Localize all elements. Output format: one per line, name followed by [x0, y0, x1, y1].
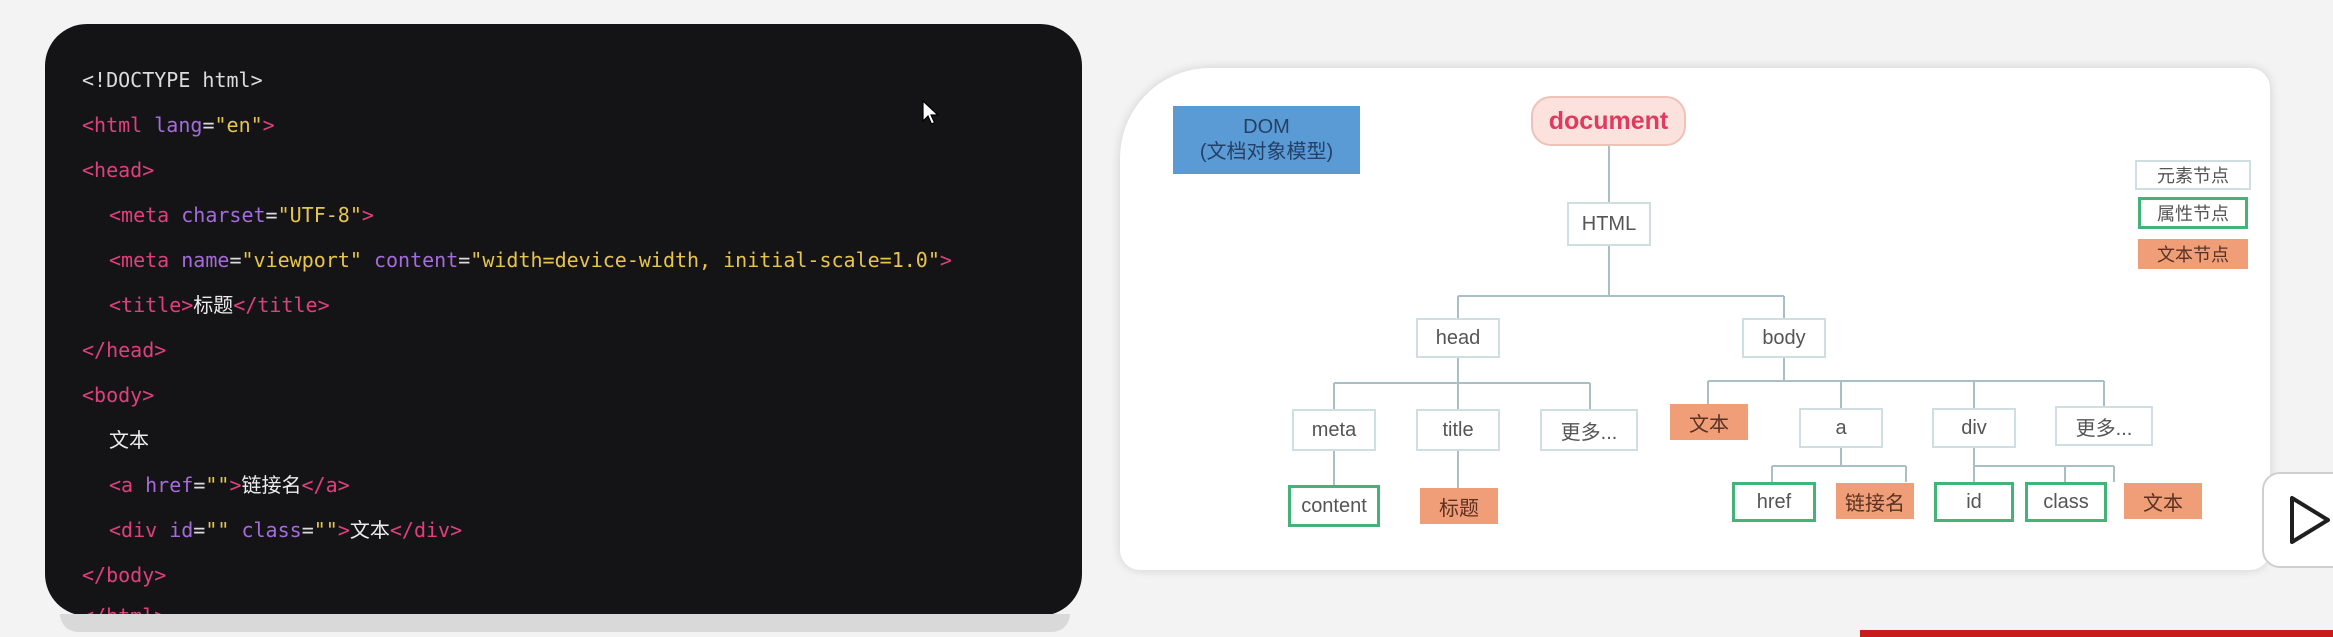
code-line-html-open: <html lang="en">	[82, 105, 275, 145]
token: href	[133, 473, 194, 497]
token: >	[337, 518, 350, 542]
token: "width=device-width, initial-scale=1.0"	[470, 248, 940, 272]
token: =	[265, 203, 278, 227]
dom-subtitle: (文档对象模型)	[1199, 141, 1334, 163]
token: =	[301, 518, 314, 542]
token: >	[229, 473, 242, 497]
token: id	[157, 518, 194, 542]
href-attribute-node: href	[1732, 482, 1816, 522]
body-node: body	[1742, 318, 1826, 358]
play-button[interactable]	[2262, 472, 2333, 568]
token: 文本	[349, 518, 390, 542]
title-text-node: 标题	[1420, 488, 1498, 524]
link-text-node: 链接名	[1836, 483, 1914, 519]
token: </html>	[82, 604, 167, 616]
div-node: div	[1932, 408, 2016, 448]
legend-element-node: 元素节点	[2135, 160, 2251, 190]
token: </a>	[301, 473, 350, 497]
code-line-div: <div id="" class="">文本</div>	[109, 510, 462, 550]
token: <meta	[109, 248, 170, 272]
code-line-head-open: <head>	[82, 150, 154, 190]
dom-title: DOM	[1243, 116, 1290, 138]
code-line-html-close: </html>	[82, 596, 166, 616]
token: class	[229, 518, 302, 542]
code-line-body-open: <body>	[82, 375, 154, 415]
token: >	[939, 248, 952, 272]
token: "viewport"	[241, 248, 362, 272]
title-node: title	[1416, 409, 1500, 451]
code-line-meta-charset: <meta charset="UTF-8">	[109, 195, 374, 235]
code-line-meta-viewport: <meta name="viewport" content="width=dev…	[109, 240, 952, 280]
more-head-node: 更多...	[1540, 409, 1638, 451]
code-panel-shadow	[60, 614, 1070, 632]
token: content	[361, 248, 459, 272]
legend-text-node: 文本节点	[2138, 239, 2248, 269]
token: >	[262, 113, 275, 137]
content-attribute-node: content	[1288, 485, 1380, 527]
legend-attribute-node: 属性节点	[2138, 197, 2248, 229]
token: </head>	[82, 338, 167, 362]
code-line-body-close: </body>	[82, 555, 166, 595]
more-body-node: 更多...	[2055, 406, 2153, 446]
token: "en"	[214, 113, 263, 137]
token: ""	[205, 473, 230, 497]
a-node: a	[1799, 408, 1883, 448]
html-node: HTML	[1567, 202, 1651, 246]
play-icon	[2290, 496, 2330, 544]
body-text-node: 文本	[1670, 404, 1748, 440]
token: name	[169, 248, 230, 272]
token: ""	[205, 518, 230, 542]
token: =	[193, 473, 206, 497]
code-line-anchor: <a href="">链接名</a>	[109, 465, 350, 505]
dom-label-box: DOM (文档对象模型)	[1173, 106, 1360, 174]
id-attribute-node: id	[1934, 482, 2014, 522]
meta-node: meta	[1292, 409, 1376, 451]
code-line-head-close: </head>	[82, 330, 166, 370]
token: <head>	[82, 158, 155, 182]
document-node: document	[1531, 96, 1686, 146]
token: >	[361, 203, 374, 227]
token: </div>	[389, 518, 463, 542]
token: <body>	[82, 383, 155, 407]
div-text-node: 文本	[2124, 483, 2202, 519]
token: ""	[313, 518, 338, 542]
dom-tree-diagram: DOM (文档对象模型) document HTML head body met…	[1120, 68, 2270, 570]
token: 文本	[109, 428, 149, 452]
token: <html	[82, 113, 143, 137]
token: <meta	[109, 203, 170, 227]
token: <div	[109, 518, 158, 542]
token: <title>	[109, 293, 194, 317]
arrow-cursor-icon	[922, 100, 940, 125]
token: =	[202, 113, 215, 137]
code-line-title: <title>标题</title>	[109, 285, 330, 325]
token: charset	[169, 203, 266, 227]
code-line-doctype: <!DOCTYPE html>	[82, 60, 263, 100]
token: =	[458, 248, 471, 272]
progress-strip	[1860, 630, 2333, 637]
code-line-body-text: 文本	[109, 420, 149, 460]
class-attribute-node: class	[2025, 482, 2107, 522]
token: </body>	[82, 563, 167, 587]
token: "UTF-8"	[277, 203, 362, 227]
token: lang	[142, 113, 203, 137]
token: =	[193, 518, 206, 542]
head-node: head	[1416, 318, 1500, 358]
tree-connectors	[1333, 146, 2115, 488]
token: =	[229, 248, 242, 272]
code-panel: <!DOCTYPE html> <html lang="en"> <head> …	[45, 24, 1082, 616]
doctype-text: <!DOCTYPE html>	[82, 68, 263, 92]
token: <a	[109, 473, 134, 497]
token: 链接名	[241, 473, 302, 497]
token: 标题	[193, 293, 234, 317]
token: </title>	[233, 293, 330, 317]
